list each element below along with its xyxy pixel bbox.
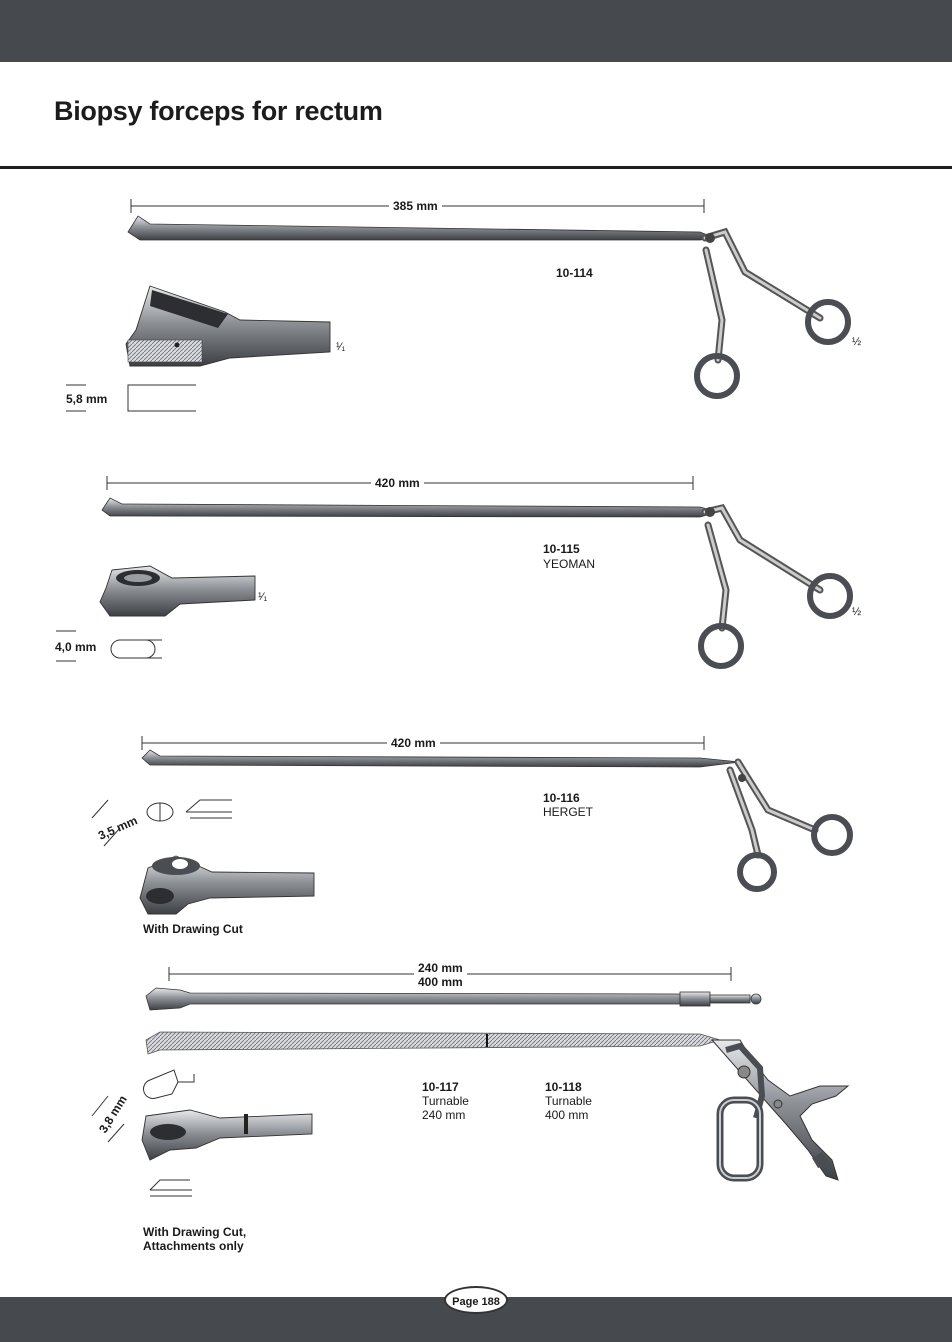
item-4-tip-profile-b: [149, 1179, 192, 1197]
item-3-length: 420 mm: [387, 736, 440, 750]
item-4-shaft-upper: [145, 987, 762, 1011]
item-3-tip-profile: [91, 799, 232, 847]
item-1-tip-width: 5,8 mm: [66, 392, 108, 406]
item-3-name: HERGET: [543, 805, 594, 819]
item-4-caption-line1: With Drawing Cut,: [143, 1225, 247, 1239]
item-2-length: 420 mm: [371, 476, 424, 490]
page-number-badge: Page 188: [444, 1286, 508, 1314]
item-4-width-marks: [91, 1095, 125, 1143]
item-4-tip-detail: [141, 1109, 313, 1161]
item-1-instrument-scale: ½: [852, 336, 862, 348]
item-4-length-b: 400 mm: [414, 975, 467, 989]
item-4-variant-a-length: 240 mm: [422, 1108, 466, 1122]
item-4-tip-profile-a: [143, 1069, 195, 1099]
item-1-tip-scale: ¹⁄₁: [336, 341, 346, 353]
item-3-tip-detail: [139, 855, 315, 915]
item-1-tip-profile: [66, 384, 196, 412]
item-2-code: 10-115: [543, 542, 580, 556]
page-title: Biopsy forceps for rectum: [54, 96, 383, 126]
title-rule: [0, 166, 952, 169]
item-4-variant-b-code: 10-118: [545, 1080, 582, 1094]
item-1-forceps: [127, 215, 851, 399]
item-1-code: 10-114: [556, 266, 593, 280]
item-4-variant-b-length: 400 mm: [545, 1108, 589, 1122]
header-band: [0, 0, 952, 62]
item-4-caption-line2: Attachments only: [143, 1239, 244, 1253]
item-4-length-a: 240 mm: [414, 961, 467, 975]
item-4-variant-a-code: 10-117: [422, 1080, 459, 1094]
item-2-name: YEOMAN: [543, 557, 596, 571]
item-2-tip-scale: ¹⁄₁: [258, 591, 268, 603]
item-4-variant-a-desc: Turnable: [422, 1094, 469, 1108]
item-2-tip-detail: [99, 565, 256, 617]
item-3-code: 10-116: [543, 791, 580, 805]
item-4-shaft-lower: [145, 1031, 722, 1055]
item-2-forceps: [101, 497, 853, 669]
item-4-variant-b-desc: Turnable: [545, 1094, 592, 1108]
item-3-caption: With Drawing Cut: [143, 922, 243, 936]
item-1-length: 385 mm: [389, 199, 442, 213]
item-2-tip-width: 4,0 mm: [55, 640, 97, 654]
item-2-tip-profile: [56, 630, 162, 662]
item-3-forceps: [141, 749, 853, 892]
item-4-handle: [710, 1039, 850, 1182]
item-1-tip-detail: [125, 285, 331, 367]
item-2-instrument-scale: ½: [852, 606, 862, 618]
